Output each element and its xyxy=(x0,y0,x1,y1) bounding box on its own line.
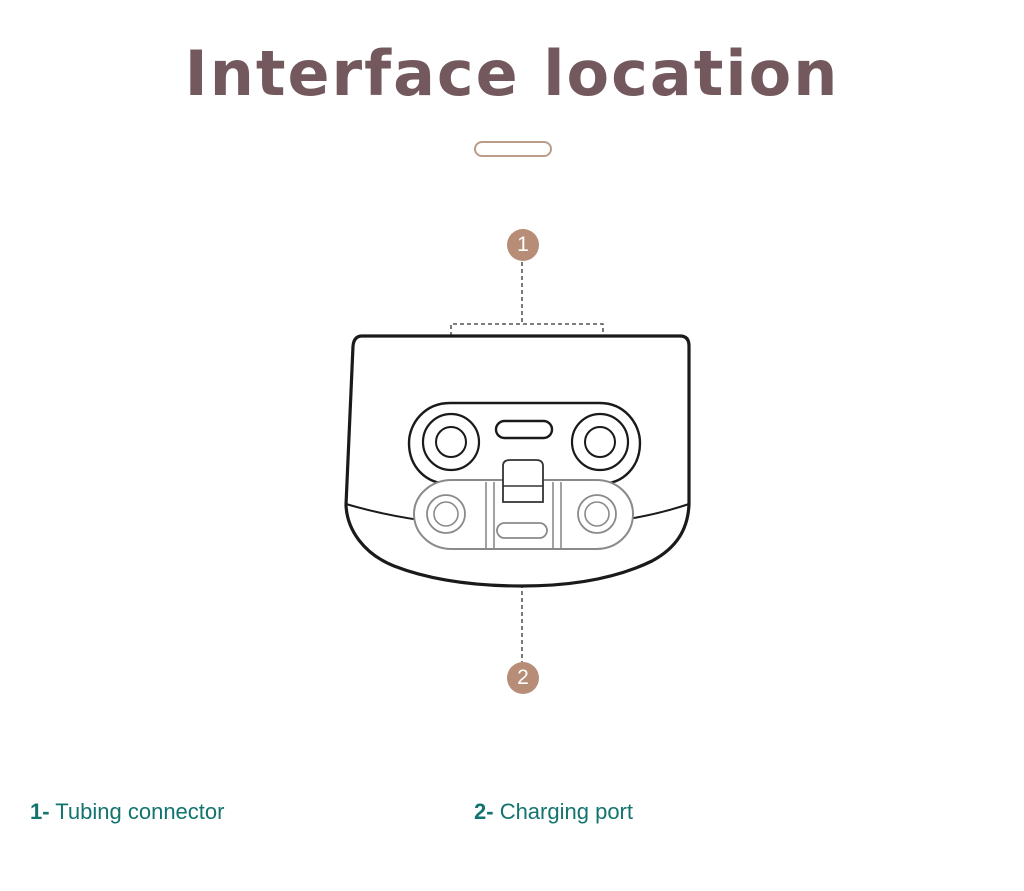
latch-tab xyxy=(502,459,544,503)
legend-item-tubing-connector: 1- Tubing connector xyxy=(30,798,224,826)
callout-badge-2: 2 xyxy=(507,662,539,694)
title-divider xyxy=(474,141,552,157)
legend-item-charging-port: 2- Charging port xyxy=(474,798,633,826)
lower-docking-plate xyxy=(412,479,635,550)
legend-number: 1- xyxy=(30,799,50,824)
legend-number: 2- xyxy=(474,799,494,824)
callout-badge-1: 1 xyxy=(507,229,539,261)
legend-label: Tubing connector xyxy=(55,799,225,824)
upper-connector-panel xyxy=(407,401,642,486)
page-title: Interface location xyxy=(184,37,840,110)
legend-label: Charging port xyxy=(499,799,633,824)
